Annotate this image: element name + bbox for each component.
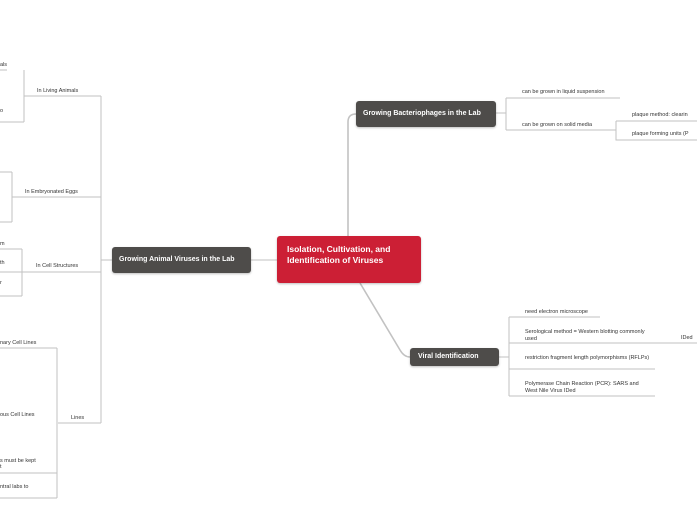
fragment-lines-2[interactable]: ous Cell Lines [0,412,35,418]
subtopic-lines[interactable]: Lines [71,415,85,421]
connector-embryonated-children [0,171,13,223]
branch-animal-viruses[interactable]: Growing Animal Viruses in the Lab [112,247,251,273]
subtopic-pcr[interactable]: Polymerase Chain Reaction (PCR): SARS an… [525,381,639,394]
fragment-living-animals-1[interactable]: als [0,62,8,68]
subtopic-plaque-method[interactable]: plaque method: clearin [632,112,688,118]
branch-viral-identification[interactable]: Viral Identification [410,348,499,366]
connector-root-bacteriophages [347,113,357,237]
fragment-cell-structures-3[interactable]: r [0,280,2,286]
subtopic-liquid-suspension[interactable]: can be grown in liquid suspension [522,89,605,95]
fragment-living-animals-2[interactable]: o [0,108,4,114]
branch-bacteriophages-label: Growing Bacteriophages in the Lab [363,110,481,117]
connector-cell-structures-children [0,248,23,297]
connector-lines-children [0,347,58,499]
connector-solid-media-children [615,120,697,141]
branch-bacteriophages[interactable]: Growing Bacteriophages in the Lab [356,101,496,127]
fragment-lines-3[interactable]: s must be kept [0,458,36,464]
root-topic[interactable]: Isolation, Cultivation, and Identificati… [277,236,421,283]
fragment-cell-structures-1[interactable]: m [0,241,5,247]
fragment-lines-1[interactable]: nary Cell Lines [0,340,37,346]
fragment-lines-4[interactable]: t [0,464,2,470]
connector-identification-children [499,316,697,397]
subtopic-embryonated-eggs[interactable]: In Embryonated Eggs [25,189,78,195]
connector-living-animals-children [0,69,25,123]
branch-animal-viruses-label: Growing Animal Viruses in the Lab [119,256,235,263]
subtopic-plaque-forming-units[interactable]: plaque forming units (P [632,131,689,137]
subtopic-living-animals[interactable]: In Living Animals [37,88,79,94]
connector-animal-children [12,95,112,424]
root-topic-label: Isolation, Cultivation, and Identificati… [287,244,391,265]
subtopic-serological[interactable]: Serological method = Western blotting co… [525,329,645,342]
subtopic-rflp[interactable]: restriction fragment length polymorphism… [525,355,650,361]
connector-bacteriophages-children [496,97,620,131]
connector-root-identification [359,282,411,358]
branch-viral-identification-label: Viral Identification [418,353,479,360]
subtopic-serological-ided[interactable]: IDed [681,335,693,341]
fragment-lines-5[interactable]: ntral labs to [0,484,29,490]
subtopic-electron-microscope[interactable]: need electron microscope [525,309,588,315]
subtopic-solid-media[interactable]: can be grown on solid media [522,122,593,128]
fragment-cell-structures-2[interactable]: th [0,260,5,266]
subtopic-cell-structures[interactable]: In Cell Structures [36,263,79,269]
